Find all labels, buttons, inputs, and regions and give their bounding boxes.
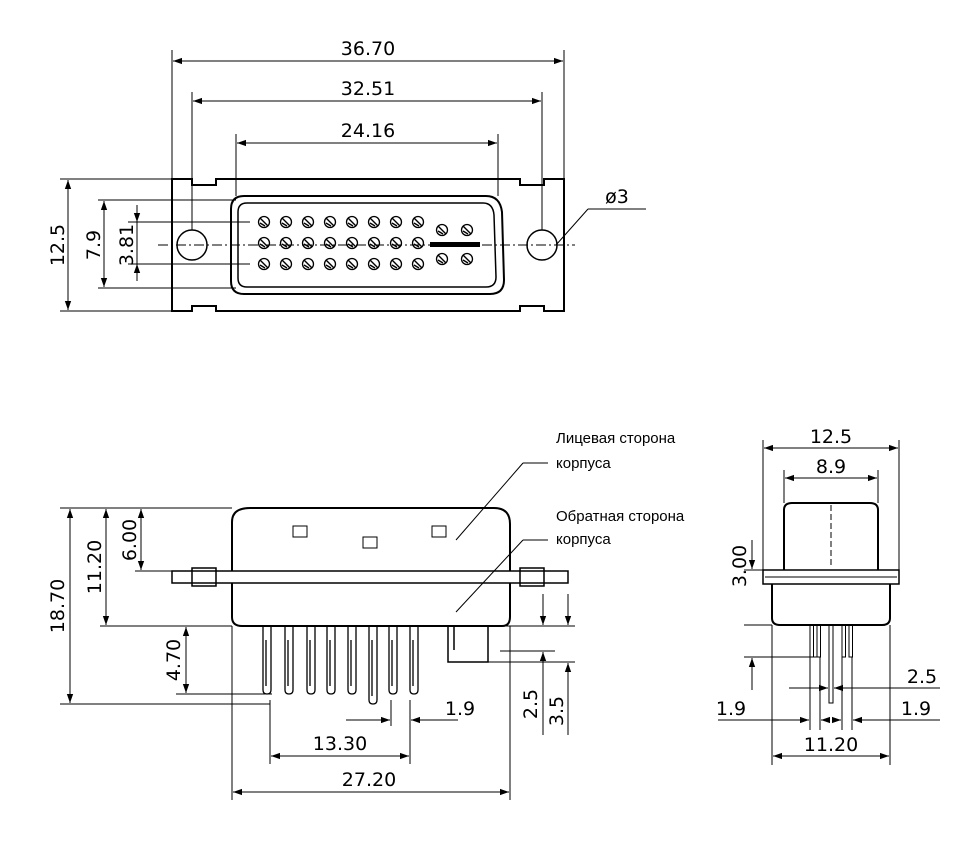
contact-pin (411, 236, 425, 250)
end-pin (809, 624, 814, 658)
contact-pin (460, 223, 474, 237)
label-back-side-1: Обратная сторона (556, 508, 685, 525)
contact-pin (301, 215, 315, 229)
side-window-2 (362, 536, 378, 549)
end-pin-array (809, 624, 853, 704)
dim-hole-pitch: 32.51 (341, 78, 395, 100)
contact-pin (367, 215, 381, 229)
contact-pin (460, 252, 474, 266)
dim-end-pin-span: 11.20 (804, 734, 858, 756)
front-d-shell-inner (237, 202, 497, 288)
contact-pin (435, 252, 449, 266)
dim-pin-pitch: 1.9 (445, 698, 475, 720)
dim-shell-top: 6.00 (119, 519, 141, 561)
dim-pin-row-span: 3.81 (116, 224, 138, 266)
front-side-leader (455, 462, 524, 541)
contact-pin (257, 236, 271, 250)
contact-pin (435, 223, 449, 237)
dim-end-pitch-left: 1.9 (716, 698, 746, 720)
label-front-side-1: Лицевая сторона (556, 430, 676, 447)
front-view: 36.70 32.51 24.16 12.5 7.9 3.81 ø3 (47, 38, 646, 312)
label-front-side-2: корпуса (556, 455, 611, 472)
side-shell-upper (231, 507, 511, 571)
dim-end-pin-offset: 2.5 (907, 666, 937, 688)
contact-pin (279, 257, 293, 271)
contact-pin (367, 257, 381, 271)
end-shell-upper (783, 502, 879, 570)
side-pin (306, 626, 316, 695)
side-ground-tab (447, 626, 489, 663)
front-d-shell-outer (230, 195, 506, 295)
contact-pin (345, 215, 359, 229)
ground-blade (430, 242, 480, 247)
side-pin (347, 626, 357, 695)
front-flange-outline (171, 178, 565, 312)
side-view: Лицевая сторона корпуса Обратная сторона… (47, 430, 685, 800)
dim-shell-width: 24.16 (341, 120, 395, 142)
dim-pin-span: 13.30 (313, 733, 367, 755)
label-back-side-2: корпуса (556, 531, 611, 548)
dim-hole-dia: ø3 (605, 186, 629, 208)
side-pin (368, 626, 378, 705)
contact-pin (411, 215, 425, 229)
end-pin (848, 624, 853, 658)
end-pin (841, 624, 846, 658)
contact-pin (323, 236, 337, 250)
side-body-lower (231, 583, 511, 627)
side-pin-array (262, 626, 419, 705)
dim-total-height: 18.70 (47, 579, 69, 633)
side-flange-boss-left (191, 567, 217, 587)
contact-pin (301, 236, 315, 250)
dim-body-width: 27.20 (342, 769, 396, 791)
contact-pin (323, 215, 337, 229)
contact-pin (257, 257, 271, 271)
side-pin (388, 626, 398, 695)
end-pin (816, 624, 821, 658)
dim-height: 12.5 (47, 224, 69, 266)
contact-pin (345, 257, 359, 271)
contact-pin (345, 236, 359, 250)
hole-dia-leader (555, 208, 589, 246)
dim-end-shell-width: 8.9 (816, 456, 846, 478)
side-window-1 (292, 525, 308, 538)
side-pin (326, 626, 336, 695)
end-flange (762, 569, 900, 585)
dim-tab-b: 3.5 (546, 696, 568, 726)
side-flange-boss-right (519, 567, 545, 587)
contact-pin (279, 236, 293, 250)
end-view: 12.5 8.9 3.00 2.5 1.9 1.9 11.20 (716, 426, 940, 765)
end-center-blade (828, 624, 834, 704)
contact-pin (323, 257, 337, 271)
side-flange-bar (171, 570, 569, 584)
dim-overall-width: 36.70 (341, 38, 395, 60)
contact-pin (367, 236, 381, 250)
side-pin (262, 626, 272, 695)
contact-pin (389, 236, 403, 250)
end-body-lower (771, 584, 891, 626)
contact-pin (301, 257, 315, 271)
contact-pin (279, 215, 293, 229)
dim-flange-width: 12.5 (810, 426, 852, 448)
contact-pin (389, 257, 403, 271)
dim-upper-height: 11.20 (84, 540, 106, 594)
back-side-leader (455, 539, 524, 613)
contact-array (257, 215, 474, 271)
dim-pin-length: 4.70 (163, 639, 185, 681)
contact-pin (257, 215, 271, 229)
dim-end-pitch-right: 1.9 (901, 698, 931, 720)
contact-pin (411, 257, 425, 271)
dim-tab-a: 2.5 (520, 689, 542, 719)
side-pin (409, 626, 419, 695)
contact-pin (389, 215, 403, 229)
side-pin (284, 626, 294, 695)
dim-end-shell-height: 3.00 (729, 545, 751, 587)
dim-shell-height: 7.9 (83, 230, 105, 260)
side-window-3 (431, 525, 447, 538)
